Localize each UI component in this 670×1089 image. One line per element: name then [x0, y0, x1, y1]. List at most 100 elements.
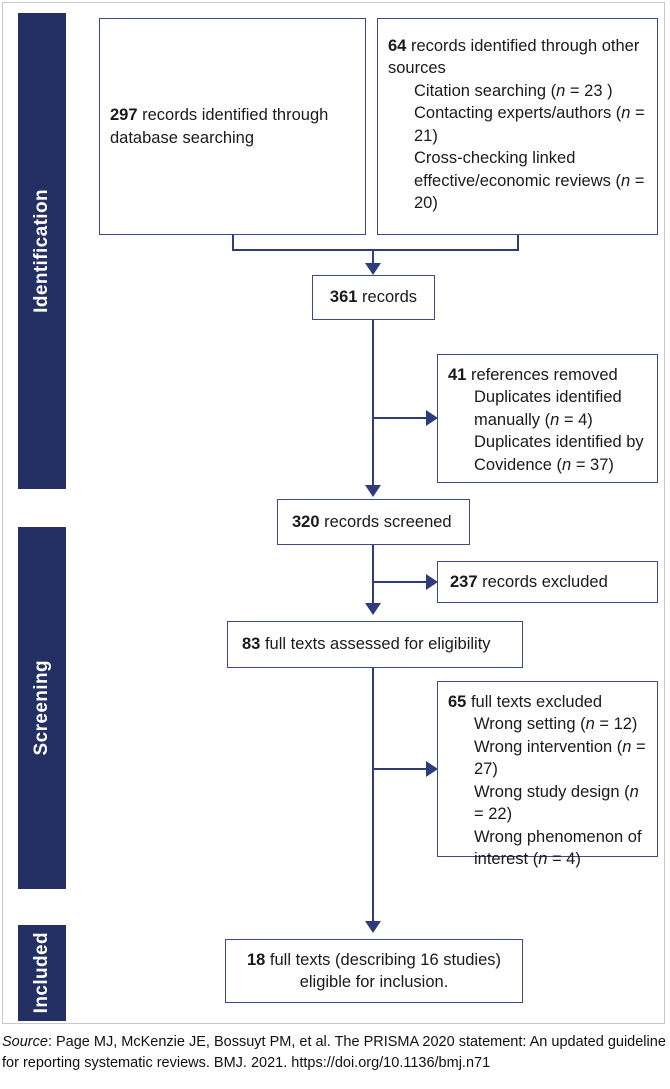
fulltext-assessed-label: full texts assessed for eligibility — [260, 635, 491, 654]
arrow-right-icon-to-fulltext-excluded — [426, 761, 438, 777]
box-references-removed: 41 references removed Duplicates identif… — [437, 354, 658, 483]
total-records-label: records — [357, 288, 418, 307]
fulltext-excluded-count: 65 — [448, 693, 467, 711]
box-other-sources: 64 records identified through other sour… — [377, 18, 658, 235]
refs-removed-item: Duplicates identified by Covidence (n = … — [474, 431, 647, 476]
included-final-label: full texts (describing 16 studies) eligi… — [265, 950, 502, 991]
connector-screened-to-assessed — [372, 545, 374, 605]
box-total-records: 361 records — [312, 275, 435, 320]
refs-removed-heading: 41 references removed — [448, 364, 647, 386]
item-label: Contacting experts/authors ( — [414, 104, 622, 123]
box-fulltext-excluded: 65 full texts excluded Wrong setting (n … — [437, 681, 658, 868]
stage-bar-identification: Identification — [18, 13, 66, 489]
records-excluded-label: records excluded — [477, 572, 608, 591]
item-n-symbol: n — [556, 81, 566, 100]
records-excluded-count: 237 — [450, 572, 478, 591]
fulltext-excluded-heading: 65 full texts excluded — [448, 691, 647, 713]
item-label: Cross-checking linked effective/economic… — [414, 149, 621, 190]
stage-bar-screening: Screening — [18, 527, 66, 889]
other-sources-item: Citation searching (n = 23 ) — [414, 80, 647, 102]
item-n-symbol: n — [620, 171, 631, 190]
other-sources-item: Contacting experts/authors (n = 21) — [414, 102, 647, 147]
prisma-diagram-frame: Identification Screening Included 297 re… — [2, 2, 665, 1024]
item-n-value: = 22) — [474, 805, 513, 824]
arrow-down-icon-to-total-records — [365, 263, 381, 275]
total-records-count: 361 — [329, 288, 358, 307]
refs-removed-item: Duplicates identified manually (n = 4) — [474, 386, 647, 431]
source-caption-word: Source — [2, 1034, 48, 1050]
connector-to-records-excluded — [372, 581, 430, 583]
source-caption-text: : Page MJ, McKenzie JE, Bossuyt PM, et a… — [2, 1034, 666, 1071]
fulltext-assessed-count: 83 — [242, 635, 261, 654]
item-n-symbol: n — [622, 737, 632, 756]
item-label: Wrong intervention ( — [474, 737, 623, 756]
refs-removed-count: 41 — [448, 366, 467, 384]
item-n-value: = 12) — [594, 715, 638, 734]
fulltext-excluded-item-list: Wrong setting (n = 12) Wrong interventio… — [474, 713, 647, 870]
item-n-value: = 23 ) — [565, 81, 613, 100]
fulltext-assessed-text: 83 full texts assessed for eligibility — [242, 633, 491, 655]
database-records-count: 297 — [110, 106, 138, 125]
item-n-value: = 37) — [571, 455, 614, 474]
connector-to-fulltext-excluded — [372, 768, 430, 770]
source-caption: Source: Page MJ, McKenzie JE, Bossuyt PM… — [2, 1032, 668, 1073]
item-n-value: = 27) — [474, 737, 646, 779]
arrow-right-icon-to-refs-removed — [426, 410, 438, 426]
arrow-down-icon-to-fulltext-assessed — [365, 603, 381, 615]
database-records-label: records identified through database sear… — [110, 106, 329, 147]
connector-merge-bar — [232, 249, 519, 251]
item-n-symbol: n — [629, 782, 639, 801]
box-fulltext-assessed: 83 full texts assessed for eligibility — [227, 621, 523, 668]
included-final-count: 18 — [246, 950, 266, 969]
stage-bar-included: Included — [18, 925, 66, 1021]
item-label: Wrong setting ( — [474, 715, 586, 734]
other-sources-heading: 64 records identified through other sour… — [388, 35, 647, 80]
box-records-screened: 320 records screened — [277, 499, 470, 545]
box-database-records-text: 297 records identified through database … — [110, 104, 355, 149]
connector-total-to-screened — [372, 320, 374, 487]
other-sources-label: records identified through other sources — [388, 37, 640, 78]
item-n-value: = 20) — [414, 171, 645, 213]
item-label: Wrong study design ( — [474, 782, 630, 801]
item-n-symbol: n — [621, 104, 631, 123]
connector-merge-left-stub — [232, 235, 234, 251]
stage-label-screening: Screening — [31, 660, 52, 756]
item-n-value: = 4) — [559, 410, 593, 429]
arrow-down-icon-to-included-final — [365, 921, 381, 933]
records-screened-label: records screened — [319, 512, 452, 531]
item-n-symbol: n — [562, 455, 572, 474]
item-label: Citation searching ( — [414, 81, 557, 100]
item-label: Duplicates identified by Covidence ( — [474, 433, 644, 474]
item-n-value: = 4) — [547, 850, 581, 869]
box-included-final: 18 full texts (describing 16 studies) el… — [225, 939, 523, 1003]
refs-removed-label: references removed — [466, 366, 618, 384]
included-final-text: 18 full texts (describing 16 studies) el… — [236, 949, 512, 994]
stage-label-identification: Identification — [31, 189, 52, 313]
other-sources-item: Cross-checking linked effective/economic… — [414, 147, 647, 214]
item-n-symbol: n — [538, 850, 548, 869]
item-label: Wrong phenomenon of interest ( — [474, 827, 642, 869]
stage-label-included: Included — [31, 932, 52, 1014]
fulltext-excluded-label: full texts excluded — [466, 693, 603, 711]
connector-to-refs-removed — [372, 417, 430, 419]
box-database-records: 297 records identified through database … — [99, 18, 366, 235]
records-screened-text: 320 records screened — [292, 511, 452, 533]
refs-removed-item-list: Duplicates identified manually (n = 4) D… — [474, 386, 647, 476]
fulltext-excluded-item: Wrong setting (n = 12) — [474, 713, 647, 735]
box-records-excluded: 237 records excluded — [437, 561, 658, 603]
records-screened-count: 320 — [292, 512, 320, 531]
arrow-down-icon-to-records-screened — [365, 485, 381, 497]
item-n-symbol: n — [585, 715, 595, 734]
total-records-text: 361 records — [330, 286, 417, 308]
other-sources-item-list: Citation searching (n = 23 ) Contacting … — [414, 80, 647, 215]
fulltext-excluded-item: Wrong intervention (n = 27) — [474, 736, 647, 781]
arrow-right-icon-to-records-excluded — [426, 574, 438, 590]
item-n-symbol: n — [550, 410, 560, 429]
fulltext-excluded-item: Wrong phenomenon of interest (n = 4) — [474, 826, 647, 871]
item-n-value: = 21) — [414, 104, 645, 145]
connector-assessed-to-final — [372, 668, 374, 923]
connector-merge-down — [372, 249, 374, 266]
fulltext-excluded-item: Wrong study design (n = 22) — [474, 781, 647, 826]
other-sources-count: 64 — [388, 37, 407, 55]
records-excluded-text: 237 records excluded — [450, 571, 608, 593]
